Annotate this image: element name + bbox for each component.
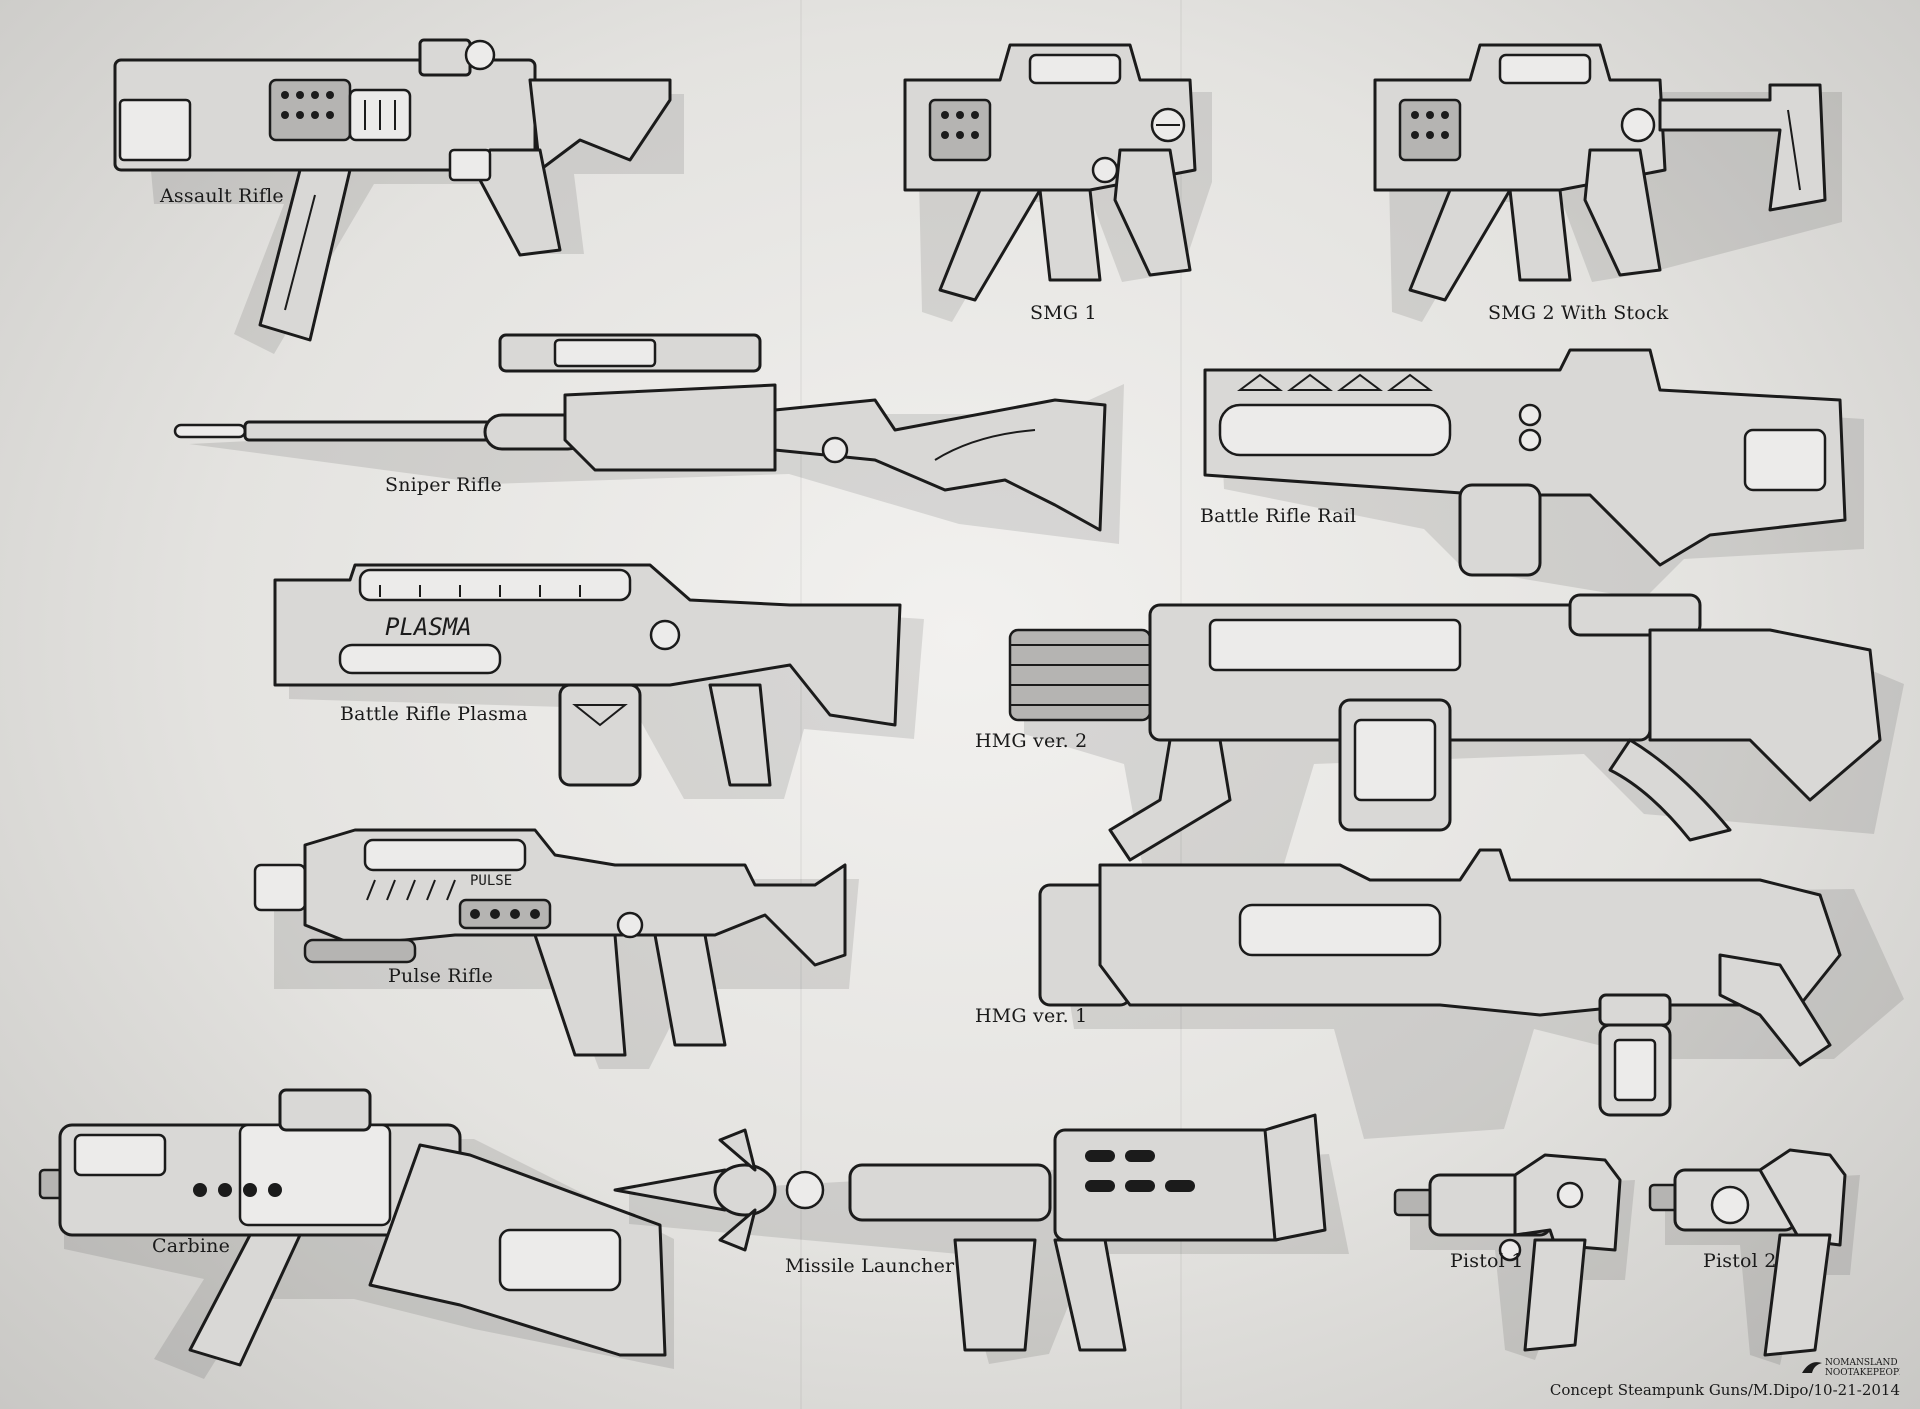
weapon-label: Battle Rifle Rail	[1200, 505, 1357, 527]
pistol-2-drawing: Pistol 2	[1648, 1145, 1860, 1365]
hmg-1-drawing: HMG ver. 1	[975, 845, 1904, 1139]
weapon-label: Pistol 1	[1450, 1250, 1524, 1272]
paper-fold	[800, 0, 802, 1409]
missile-launcher-drawing: Missile Launcher	[613, 1110, 1349, 1380]
weapon-label: SMG 1	[1030, 302, 1097, 324]
hmg-2-drawing: HMG ver. 2	[975, 590, 1904, 874]
sniper-rifle-drawing: Sniper Rifle	[173, 330, 1124, 544]
weapon-label: Carbine	[152, 1235, 231, 1257]
battle-rifle-plasma-drawing: PLASMA Battle Rifle Plasma	[270, 535, 924, 805]
pulse-engraving: PULSE	[470, 873, 512, 889]
weapon-label: Pulse Rifle	[388, 965, 494, 987]
svg-text:NOMANSLAND: NOMANSLAND	[1825, 1358, 1898, 1368]
battle-rifle-rail-drawing: Battle Rifle Rail	[1190, 345, 1864, 599]
plasma-engraving: PLASMA	[385, 613, 472, 641]
weapon-label: Missile Launcher	[785, 1255, 955, 1277]
weapon-label: Battle Rifle Plasma	[340, 703, 528, 725]
assault-rifle-drawing: Assault Rifle	[110, 20, 684, 354]
smg-2-drawing: SMG 2 With Stock	[1370, 40, 1842, 330]
weapon-label: Assault Rifle	[160, 185, 284, 207]
weapon-label: HMG ver. 2	[975, 730, 1088, 752]
weapon-label: Pistol 2	[1703, 1250, 1777, 1272]
weapon-label: HMG ver. 1	[975, 1005, 1088, 1027]
artist-signature: Concept Steampunk Guns/M.Dipo/10-21-2014	[1549, 1381, 1900, 1399]
weapon-label: SMG 2 With Stock	[1488, 302, 1669, 324]
pistol-1-drawing: Pistol 1	[1393, 1150, 1635, 1360]
carbine-drawing: Carbine	[38, 1085, 680, 1379]
weapon-label: Sniper Rifle	[385, 474, 502, 496]
pulse-rifle-drawing: PULSE Pulse Rifle	[253, 825, 859, 1069]
studio-logo: NOMANSLAND NOOTAKEPEOPLE	[1802, 1358, 1900, 1378]
smg-1-drawing: SMG 1	[900, 40, 1212, 330]
svg-text:NOOTAKEPEOPLE: NOOTAKEPEOPLE	[1825, 1368, 1900, 1378]
